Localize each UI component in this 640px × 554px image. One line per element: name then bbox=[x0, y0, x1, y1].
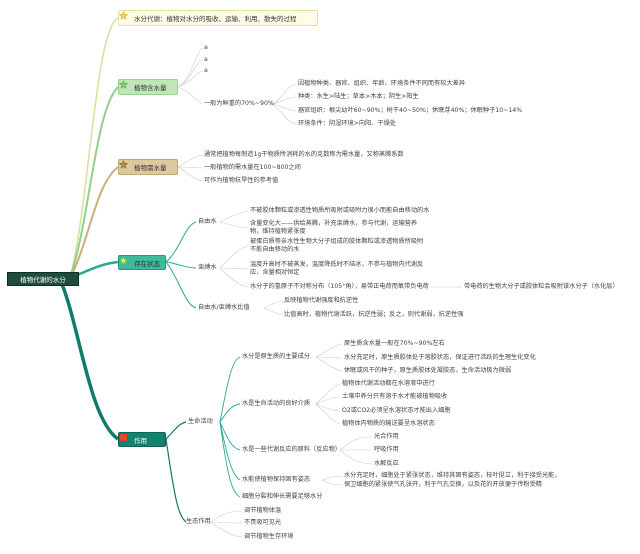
main-component-node[interactable]: 水分是原生质的主要成分 bbox=[242, 353, 311, 360]
main-component-item[interactable]: 水分充足时，原生质胶体处于溶胶状态，保证进行活跃的生理生化变化 bbox=[344, 354, 536, 361]
free-water-item[interactable]: 不被胶体颗粒或渗透性物质所吸附或吸附力很小而能自由移动的水 bbox=[250, 207, 430, 214]
medium-node[interactable]: 水是生命活动的良好介质 bbox=[242, 400, 311, 407]
ratio-node[interactable]: 自由水/束缚水比值 bbox=[198, 304, 250, 311]
root-node[interactable]: 植物代谢的水分 bbox=[7, 272, 79, 286]
medium-item[interactable]: 植物体代谢活动都在水溶液中进行 bbox=[342, 380, 435, 387]
reactant-item[interactable]: 水解反应 bbox=[374, 460, 399, 467]
placeholder-node[interactable]: a bbox=[204, 44, 208, 51]
star-icon bbox=[119, 256, 131, 267]
bound-water-item[interactable]: 被蛋白质等亲水性生物大分子组成的胶体颗粒或渗透物质所吸附不能自由移动的水 bbox=[250, 238, 424, 253]
life-activity-node[interactable]: 生命活动 bbox=[188, 418, 213, 425]
water-range-node[interactable]: 一般为鲜重的70%~90% bbox=[204, 100, 274, 107]
bound-water-node[interactable]: 束缚水 bbox=[198, 264, 217, 271]
requirement-item[interactable]: 通常把植物每制造1g干物质所消耗的水的克数称为需水量，又称蒸腾系数 bbox=[204, 151, 404, 158]
free-water-item[interactable]: 含量变化大——供给蒸腾，补充束缚水，参与代谢，运输营养物，维持植物紧张度 bbox=[250, 220, 418, 235]
main-component-item[interactable]: 休眠或风干的种子，原生质胶体处凝胶态，生命活动极为微弱 bbox=[344, 367, 512, 374]
reactant-item[interactable]: 光合作用 bbox=[374, 433, 399, 440]
detail-node[interactable]: 种类：水生>陆生；草本>木本；阴生>阳生 bbox=[298, 93, 419, 100]
detail-node[interactable]: 环境条件：阴湿环境>向阳、干燥处 bbox=[298, 120, 396, 127]
placeholder-node[interactable]: a bbox=[204, 56, 208, 63]
branch-function[interactable]: 作用 bbox=[118, 432, 166, 447]
placeholder-node[interactable]: a bbox=[204, 67, 208, 74]
posture-item[interactable]: 水分充足时，细胞处于紧张状态，维持其固有姿态，枝叶挺立，利于接受光能， bbox=[344, 472, 561, 479]
detail-node[interactable]: 因植物种类、器官、组织、年龄、环境条件不同而有较大差异 bbox=[298, 80, 466, 87]
branch-water-requirement[interactable]: 植物需水量 bbox=[118, 159, 178, 175]
branch-label: 水分代谢：植物对水分的吸收、运输、利用、散失的过程 bbox=[134, 15, 297, 23]
branch-label: 植物需水量 bbox=[134, 164, 167, 172]
ecological-node[interactable]: 生态作用 bbox=[186, 518, 211, 525]
medium-item[interactable]: 植物体内物质的输送要呈水溶状态 bbox=[342, 420, 435, 427]
medium-item[interactable]: 土壤中养分只有溶于水才能被植物吸收 bbox=[342, 393, 448, 400]
branch-existence-state[interactable]: 存在状态 bbox=[118, 255, 166, 270]
free-water-node[interactable]: 自由水 bbox=[198, 218, 217, 225]
requirement-item[interactable]: 一般植物的需水量在100~800之间 bbox=[204, 164, 301, 171]
branch-label: 植物含水量 bbox=[134, 84, 167, 92]
branch-label: 作用 bbox=[134, 436, 147, 445]
reactant-item[interactable]: 呼吸作用 bbox=[374, 446, 399, 453]
ecological-item[interactable]: 调节植物生存环境 bbox=[244, 533, 294, 540]
star-icon bbox=[119, 80, 131, 92]
reactant-node[interactable]: 水是一些代谢反应的原料（反应物） bbox=[242, 446, 341, 453]
posture-item[interactable]: 保卫细胞的紧张使气孔张开，利于气孔交换，以及花的开放便于传粉受精 bbox=[344, 481, 542, 488]
branch-water-content[interactable]: 植物含水量 bbox=[118, 79, 178, 95]
star-icon bbox=[119, 11, 131, 23]
growth-node[interactable]: 细胞分裂和伸长需要足够水分 bbox=[242, 493, 323, 500]
bound-water-item[interactable]: 水分子的氢原子不对称分布（105°角），易带正电荷而氧带负电荷 bbox=[250, 283, 429, 290]
medium-item[interactable]: O2或CO2必须呈水溶状态才能出入细胞 bbox=[342, 407, 451, 414]
main-component-item[interactable]: 原生质含水量一般在70%~90%左右 bbox=[344, 340, 445, 347]
ecological-item[interactable]: 调节植物体温 bbox=[244, 507, 282, 514]
flag-icon bbox=[119, 433, 131, 444]
branch-water-metabolism[interactable]: 水分代谢：植物对水分的吸收、运输、利用、散失的过程 bbox=[118, 10, 318, 26]
detail-node[interactable]: 器官组织：根尖幼叶60~90%；树干40~50%；休眠芽40%；休眠种子10~1… bbox=[298, 107, 523, 114]
branch-label: 存在状态 bbox=[134, 259, 160, 268]
requirement-item[interactable]: 可作为植物抗旱性的参考值 bbox=[204, 177, 279, 184]
ecological-item[interactable]: 不畏吸可见光 bbox=[244, 519, 282, 526]
hydration-layer-node[interactable]: 带电荷的生物大分子或胶体粒会吸附该水分子（水化层） bbox=[464, 283, 619, 290]
ratio-item[interactable]: 反映植物代谢强度和抗逆性 bbox=[284, 297, 359, 304]
ratio-item[interactable]: 比值高时，植物代谢活跃，抗逆性弱；反之，则代谢弱，抗逆性强 bbox=[284, 311, 464, 318]
star-icon bbox=[119, 160, 131, 172]
posture-node[interactable]: 水能使植物保持固有姿态 bbox=[242, 476, 311, 483]
bound-water-item[interactable]: 温度升高时不被蒸发，温度降低时不结冰，不参与植物内代谢反应，含量相对恒定 bbox=[250, 261, 424, 276]
